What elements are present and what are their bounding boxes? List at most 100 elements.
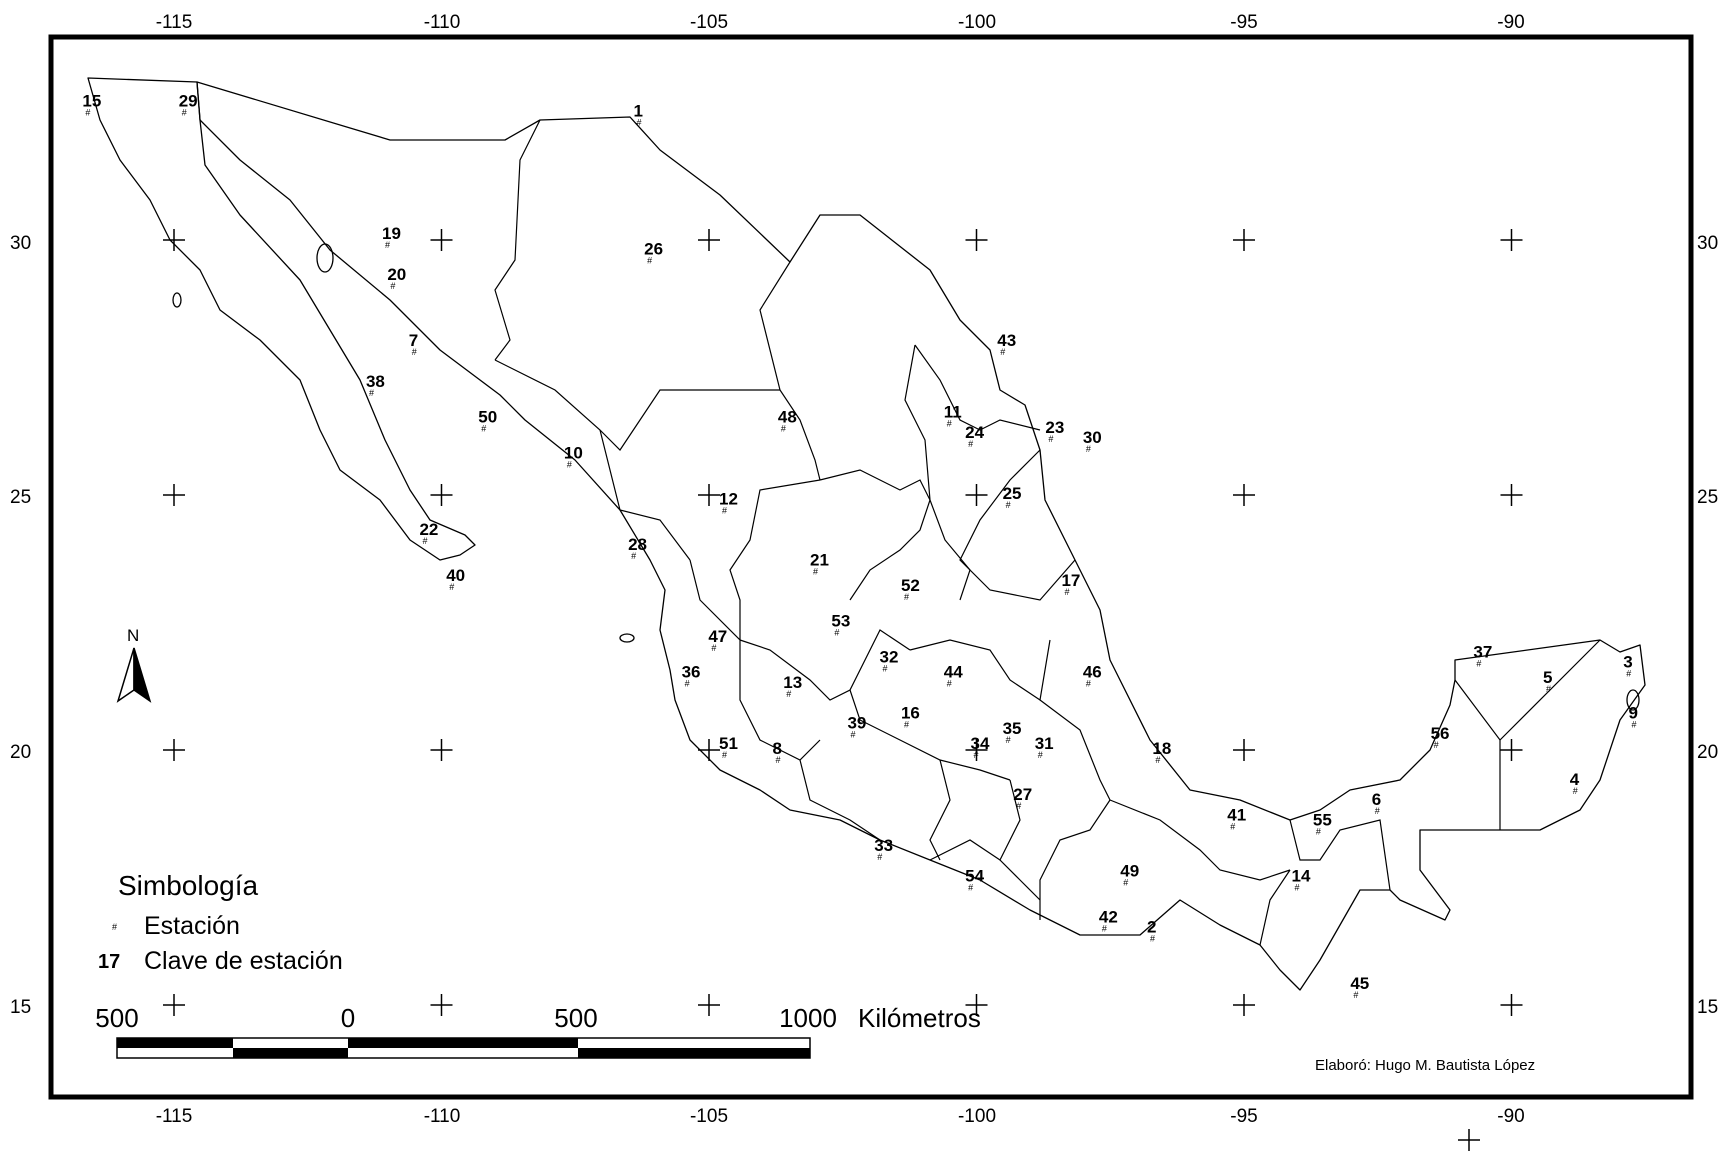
top-tick-label: -100 [958,12,996,33]
station-marker: # [947,419,952,429]
station-label: 17 [1061,571,1080,590]
station-marker: # [1086,444,1091,454]
station-marker: # [968,883,973,893]
scale-segment [233,1048,348,1058]
station-marker: # [647,255,652,265]
right-tick-label: 20 [1697,742,1718,763]
station-marker: # [904,592,909,602]
scale-label: 1000 [779,1003,837,1033]
station-marker: # [1086,679,1091,689]
station-label: 4 [1570,770,1580,789]
graticule-cross [430,229,453,251]
station-marker: # [1230,822,1235,832]
top-tick-label: -110 [424,12,461,33]
bottom-tick-label: -110 [424,1106,461,1127]
station-marker: # [1316,827,1321,837]
island-cedros [172,292,182,308]
graticule-cross [430,994,453,1016]
baja-california-outline [87,77,476,561]
station-marker: # [1006,735,1011,745]
station-marker: # [722,505,727,515]
station-label: 33 [874,836,893,855]
station-marker: # [1632,720,1637,730]
graticule-cross [1233,994,1255,1016]
station-marker: # [390,281,395,291]
state-borders [494,119,1601,946]
island-marias [619,633,635,643]
station-label: 28 [628,535,647,554]
graticule-cross [430,484,453,506]
station-label: 36 [682,663,701,682]
scale-label: 500 [554,1003,597,1033]
station-label: 8 [773,739,782,758]
island-cozumel [1626,689,1640,711]
station-marker: # [781,424,786,434]
station-label: 23 [1045,418,1064,437]
station-marker: # [722,750,727,760]
scale-label: 0 [341,1003,355,1033]
legend-key-text: Clave de estación [144,947,343,975]
station-marker: # [776,755,781,765]
station-label: 42 [1099,908,1118,927]
graticule-cross [698,484,720,506]
graticule-cross [1233,229,1255,251]
station-label: 9 [1629,704,1638,723]
station-label: 34 [971,734,990,753]
station-marker: # [1123,878,1128,888]
mexico-mainland-outline [196,81,1646,991]
graticule-crosses [163,229,1523,1151]
scale-unit: Kilómetros [858,1003,981,1033]
station-marker: # [481,424,486,434]
left-tick-label: 30 [10,233,31,254]
left-tick-label: 15 [10,997,31,1018]
map-frame [48,34,1694,1100]
station-label: 15 [82,92,101,111]
station-label: 29 [179,92,198,111]
station-marker: # [968,439,973,449]
graticule-cross [1500,994,1523,1016]
legend-station-symbol: # [112,922,117,932]
station-marker: # [1626,669,1631,679]
station-marker: # [877,852,882,862]
station-marker: # [1064,587,1069,597]
station-label: 12 [719,489,738,508]
station-label: 45 [1350,974,1369,993]
station-label: 11 [944,403,962,422]
graticule-cross [965,739,988,761]
station-marker: # [369,388,374,398]
station-marker: # [182,108,187,118]
graticule-cross [1233,739,1255,761]
legend: Simbología # Estación 17 Clave de estaci… [98,870,343,975]
station-marker: # [449,582,454,592]
station-label: 32 [880,647,899,666]
graticule-cross [1500,739,1523,761]
bottom-tick-label: -115 [156,1106,193,1127]
station-marker: # [567,459,572,469]
station-label: 19 [382,224,401,243]
graticule-cross [163,994,185,1016]
north-arrow-label: N [127,626,139,645]
station-label: 44 [944,663,963,682]
station-marker: # [685,679,690,689]
station-label: 48 [778,408,797,427]
station-marker: # [85,108,90,118]
station-marker: # [1150,934,1155,944]
station-marker: # [974,750,979,760]
station-marker: # [1546,684,1551,694]
legend-key-sample: 17 [98,951,120,973]
graticule-cross [1500,484,1523,506]
station-marker: # [1000,347,1005,357]
station-label: 38 [366,372,385,391]
graticule-cross [965,484,988,506]
station-marker: # [1016,801,1021,811]
top-axis-labels: -115 -110 -105 -100 -95 -90 [156,12,1525,33]
graticule-cross [698,229,720,251]
station-marker: # [904,720,909,730]
station-marker: # [1434,740,1439,750]
station-label: 18 [1152,739,1171,758]
bottom-tick-label: -105 [690,1106,728,1127]
station-label: 53 [831,612,850,631]
station-label: 25 [1003,484,1022,503]
station-label: 37 [1473,642,1492,661]
left-tick-label: 25 [10,487,31,508]
